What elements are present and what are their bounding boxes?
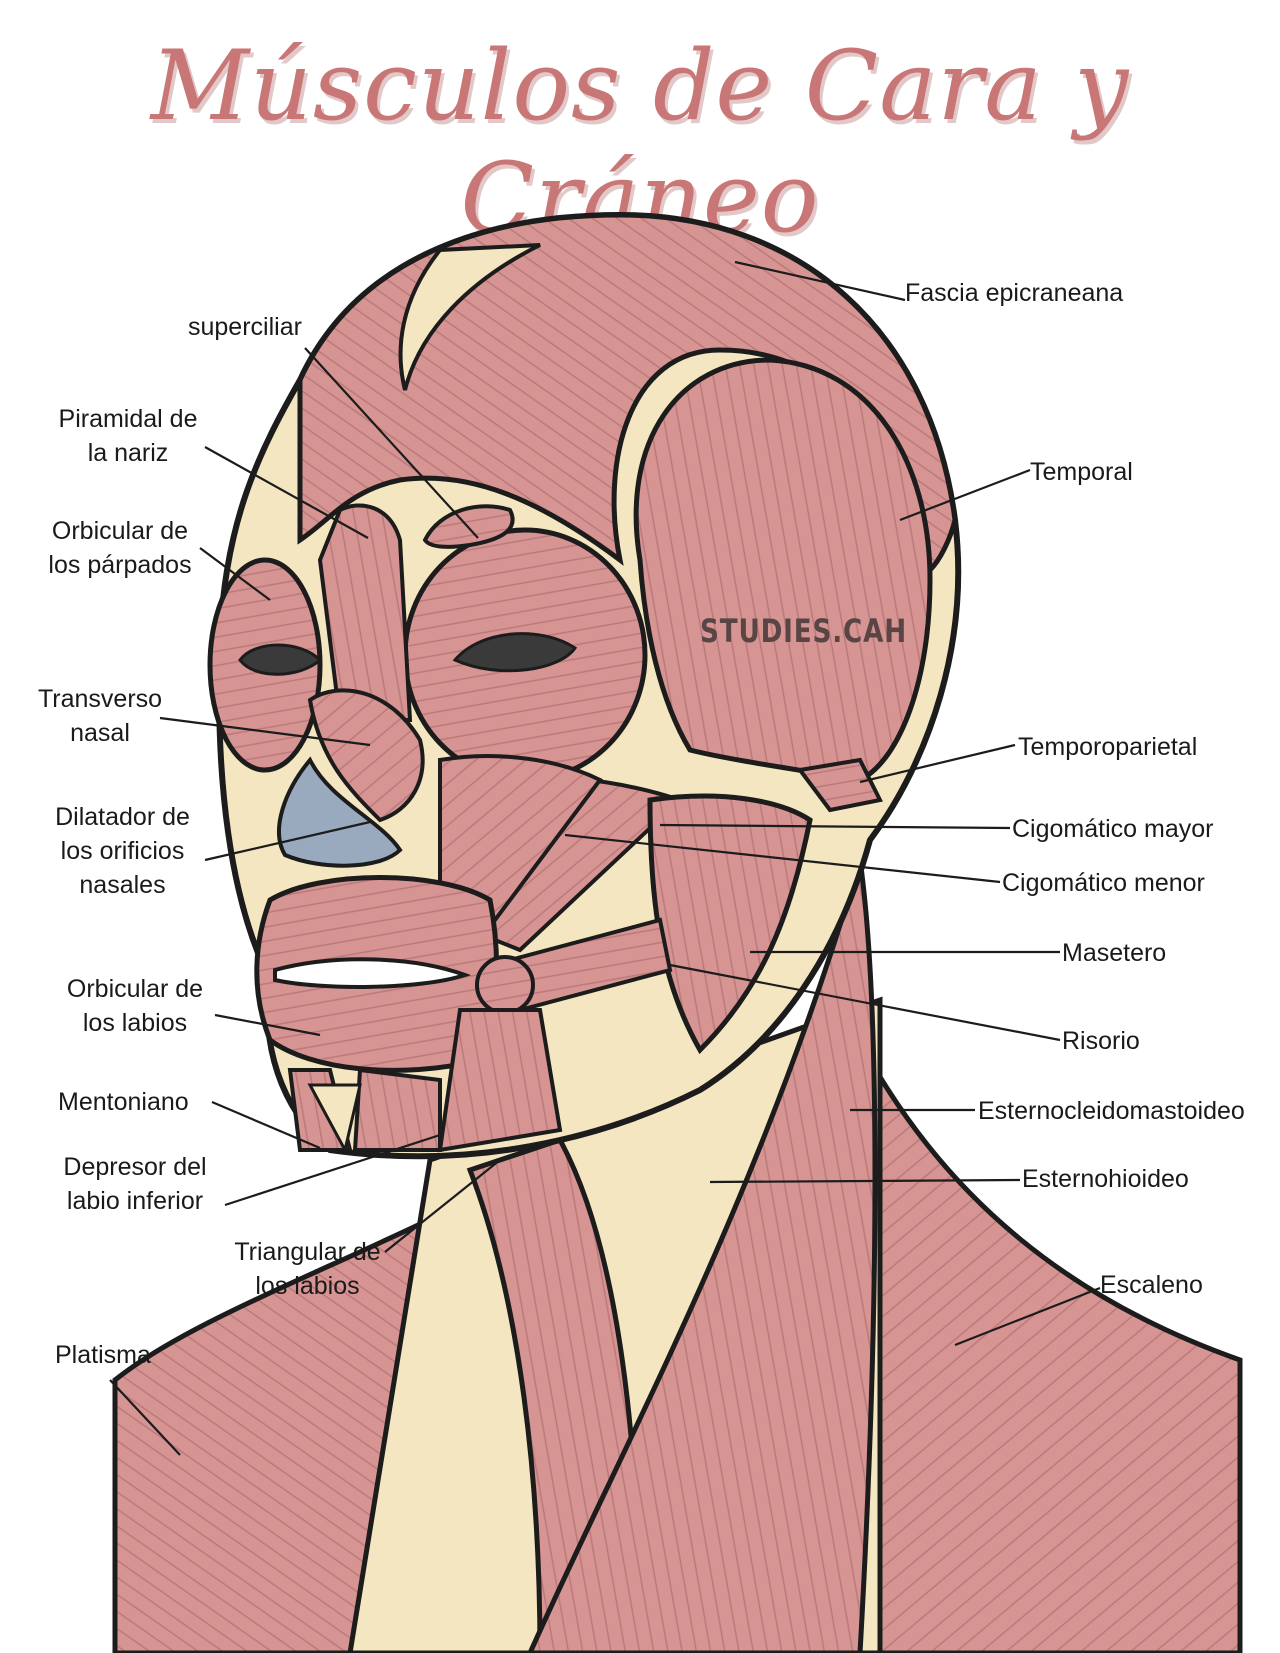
label-superciliar: superciliar bbox=[188, 313, 302, 341]
temporal-muscle bbox=[633, 357, 933, 783]
label-orbicular-parpados-line1: Orbicular de bbox=[51, 517, 189, 545]
label-orbicular-labios-line1: Orbicular de bbox=[66, 975, 204, 1003]
label-depresor-line1: Depresor del bbox=[63, 1153, 207, 1181]
watermark: STUDIES.CAH bbox=[700, 612, 907, 650]
label-orbicular-labios: Orbicular de los labios bbox=[55, 972, 215, 1040]
label-orbicular-parpados: Orbicular de los párpados bbox=[40, 514, 200, 582]
eye-left bbox=[238, 643, 323, 676]
label-depresor-line2: labio inferior bbox=[66, 1187, 204, 1215]
label-esternohioideo: Esternohioideo bbox=[1022, 1165, 1189, 1193]
temporoparietal-muscle bbox=[796, 757, 883, 813]
modiolus bbox=[475, 955, 535, 1015]
label-piramidal: Piramidal de la nariz bbox=[48, 402, 208, 470]
label-temporoparietal: Temporoparietal bbox=[1018, 733, 1198, 761]
label-mentoniano: Mentoniano bbox=[58, 1088, 189, 1116]
label-transverso-nasal: Transverso nasal bbox=[35, 682, 165, 750]
leader-lines bbox=[109, 260, 1101, 1456]
escaleno-muscle bbox=[867, 1058, 1243, 1653]
transverso-nasal-muscle bbox=[307, 688, 425, 823]
label-risorio: Risorio bbox=[1062, 1027, 1140, 1055]
label-transverso-line2: nasal bbox=[70, 719, 130, 747]
label-masetero: Masetero bbox=[1062, 939, 1167, 967]
label-triangular-line1: Triangular de bbox=[234, 1238, 381, 1266]
poster-title: Músculos de Cara y Cráneo bbox=[150, 30, 1130, 254]
label-cigomatico-mayor: Cigomático mayor bbox=[1012, 815, 1214, 843]
label-orbicular-labios-line2: los labios bbox=[82, 1009, 188, 1037]
label-dilatador: Dilatador de los orificios nasales bbox=[40, 800, 205, 902]
label-fascia-epicraneana: Fascia epicraneana bbox=[905, 279, 1124, 307]
label-dilatador-line2: los orificios bbox=[60, 837, 185, 865]
label-triangular-line2: los labios bbox=[255, 1272, 360, 1300]
teeth bbox=[273, 957, 472, 989]
label-temporal: Temporal bbox=[1030, 458, 1133, 486]
triangular-labios-muscle bbox=[437, 1008, 563, 1153]
nasal-cartilage bbox=[277, 756, 403, 868]
label-dilatador-line3: nasales bbox=[79, 871, 166, 899]
label-esternocleidomastoideo: Esternocleidomastoideo bbox=[978, 1097, 1245, 1125]
label-orbicular-parpados-line2: los párpados bbox=[48, 551, 192, 579]
label-transverso-line1: Transverso bbox=[37, 685, 163, 713]
esternocleidomastoideo-muscle bbox=[527, 859, 878, 1653]
label-dilatador-line1: Dilatador de bbox=[55, 803, 190, 831]
label-platisma: Platisma bbox=[55, 1341, 151, 1369]
label-piramidal-line2: la nariz bbox=[87, 439, 169, 467]
label-piramidal-line1: Piramidal de bbox=[58, 405, 198, 433]
label-escaleno: Escaleno bbox=[1100, 1271, 1203, 1299]
eye-right bbox=[452, 632, 578, 673]
label-depresor: Depresor del labio inferior bbox=[55, 1150, 215, 1218]
label-triangular: Triangular de los labios bbox=[230, 1235, 385, 1303]
label-cigomatico-menor: Cigomático menor bbox=[1002, 869, 1205, 897]
